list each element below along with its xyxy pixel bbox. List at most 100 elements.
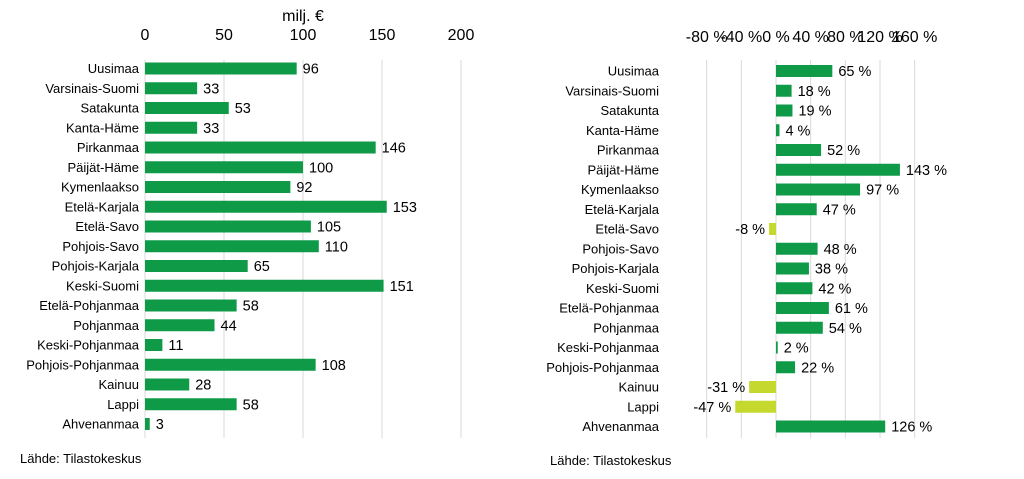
data-label-left: 108	[322, 358, 346, 374]
data-label-right: 19 %	[798, 104, 831, 120]
category-label-left: Pohjois-Karjala	[52, 259, 140, 274]
category-label-left: Pohjois-Savo	[62, 239, 139, 254]
bar-right	[776, 84, 792, 97]
bar-right	[776, 321, 823, 334]
data-label-right: 65 %	[838, 64, 871, 80]
bar-left	[145, 62, 297, 75]
category-label-right: Päijät-Häme	[587, 162, 659, 177]
bar-left	[145, 378, 190, 391]
data-label-left: 146	[382, 141, 406, 157]
category-label-left: Satakunta	[80, 101, 139, 116]
data-label-right: 22 %	[801, 360, 834, 376]
data-label-left: 58	[243, 299, 259, 315]
category-label-right: Etelä-Savo	[595, 222, 659, 237]
category-label-left: Päijät-Häme	[67, 160, 139, 175]
bar-left	[145, 240, 319, 253]
data-label-left: 33	[203, 81, 219, 97]
data-label-right: 54 %	[829, 321, 862, 337]
category-label-left: Keski-Pohjanmaa	[37, 338, 140, 353]
category-label-left: Kainuu	[99, 377, 139, 392]
data-label-right: -31 %	[707, 380, 745, 396]
data-label-right: 4 %	[785, 123, 810, 139]
category-label-left: Pohjois-Pohjanmaa	[26, 357, 140, 372]
category-label-left: Ahvenanmaa	[62, 417, 139, 432]
bar-left	[145, 200, 387, 213]
bar-right	[776, 183, 861, 196]
x-tick-label-right: 0 %	[762, 29, 790, 46]
category-label-right: Keski-Suomi	[586, 281, 659, 296]
bar-right	[769, 223, 776, 235]
data-label-right: 143 %	[906, 163, 947, 179]
category-label-left: Lappi	[107, 397, 139, 412]
category-label-right: Satakunta	[600, 103, 659, 118]
category-label-right: Etelä-Pohjanmaa	[559, 301, 659, 316]
bar-right	[776, 361, 796, 374]
source-note-left: Lähde: Tilastokeskus	[20, 451, 142, 466]
category-label-left: Keski-Suomi	[66, 278, 139, 293]
bar-left	[145, 339, 163, 351]
category-label-left: Pirkanmaa	[77, 140, 140, 155]
x-tick-label-right: 120 %	[857, 29, 902, 46]
data-label-left: 33	[203, 121, 219, 137]
bar-right	[776, 341, 778, 354]
data-label-left: 58	[243, 397, 259, 413]
data-label-right: 2 %	[784, 341, 809, 357]
data-label-right: 18 %	[798, 84, 831, 100]
bar-right	[776, 104, 793, 117]
data-label-right: -8 %	[735, 222, 765, 238]
data-label-right: 97 %	[866, 183, 899, 199]
data-label-left: 11	[168, 338, 183, 354]
data-label-left: 96	[303, 62, 319, 78]
bar-right	[749, 381, 776, 393]
bar-right	[776, 65, 833, 77]
category-label-right: Keski-Pohjanmaa	[557, 340, 660, 355]
category-label-left: Uusimaa	[88, 61, 140, 76]
bar-right	[776, 302, 829, 314]
data-label-left: 151	[390, 279, 414, 295]
bar-right	[735, 400, 776, 413]
category-label-right: Kanta-Häme	[586, 123, 659, 138]
category-label-right: Kymenlaakso	[581, 182, 659, 197]
data-label-right: 61 %	[835, 301, 868, 317]
data-label-right: 38 %	[815, 262, 848, 278]
data-label-right: 52 %	[827, 143, 860, 159]
data-label-right: 48 %	[824, 242, 857, 258]
bar-left	[145, 121, 198, 134]
x-tick-label-right: -80 %	[686, 29, 728, 46]
x-tick-label-left: 100	[290, 27, 317, 44]
category-label-left: Etelä-Karjala	[65, 199, 140, 214]
bar-left	[145, 220, 311, 233]
category-label-left: Kymenlaakso	[61, 180, 139, 195]
data-label-right: 42 %	[818, 281, 851, 297]
category-label-right: Pirkanmaa	[597, 143, 660, 158]
bar-left	[145, 279, 384, 292]
x-tick-label-right: 80 %	[827, 29, 863, 46]
bar-left	[145, 260, 248, 272]
category-label-right: Ahvenanmaa	[582, 419, 659, 434]
data-label-right: -47 %	[693, 400, 731, 416]
data-label-left: 105	[317, 220, 341, 236]
bar-right	[776, 163, 900, 176]
bar-left	[145, 181, 291, 193]
bar-left	[145, 398, 237, 411]
data-label-left: 65	[254, 259, 270, 275]
bar-left	[145, 299, 237, 312]
bar-right	[776, 203, 817, 216]
data-label-left: 92	[296, 180, 312, 196]
category-label-right: Pohjois-Karjala	[572, 261, 660, 276]
x-tick-label-left: 200	[448, 27, 475, 44]
bar-left	[145, 358, 316, 371]
bar-left	[145, 102, 229, 114]
source-note-right: Lähde: Tilastokeskus	[550, 453, 672, 468]
category-label-right: Pohjois-Savo	[582, 241, 659, 256]
data-label-left: 28	[195, 378, 211, 394]
category-label-left: Kanta-Häme	[66, 120, 139, 135]
bar-left	[145, 82, 198, 95]
bar-right	[776, 242, 818, 255]
data-label-left: 53	[235, 101, 251, 117]
unit-label-left: milj. €	[282, 8, 324, 25]
bar-right	[776, 262, 809, 275]
category-label-right: Kainuu	[619, 380, 659, 395]
category-label-left: Varsinais-Suomi	[45, 81, 139, 96]
